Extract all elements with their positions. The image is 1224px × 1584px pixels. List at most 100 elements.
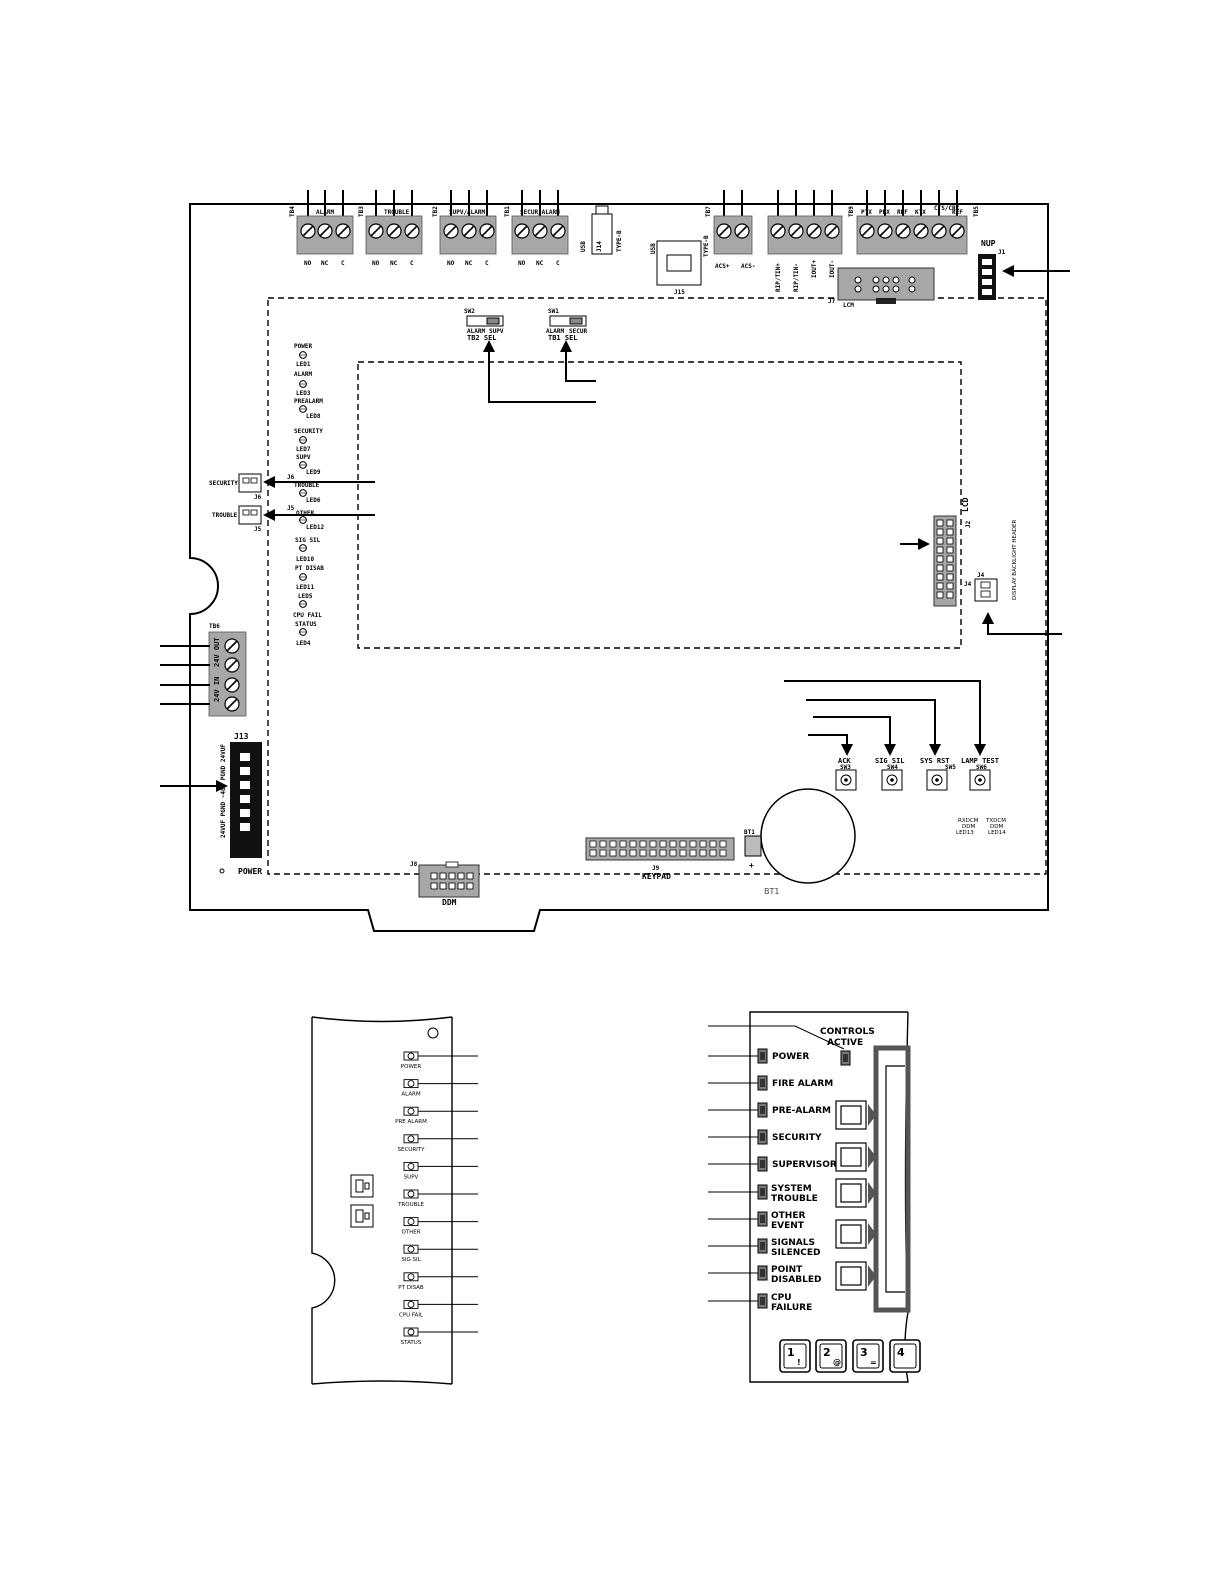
button-lamptest-name: LAMP TEST	[961, 757, 999, 765]
panel-indicator-label: PRE-ALARM	[772, 1106, 831, 1116]
pushbutton-lamptest: LAMP TEST SW6	[961, 757, 999, 791]
tb9-id: TB9	[848, 206, 855, 217]
panel-indicator-label: SYSTEM	[771, 1184, 812, 1194]
tb7-id: TB7	[705, 206, 712, 217]
j7-label: LCM	[843, 302, 854, 309]
j6-id-b: J6	[287, 474, 295, 481]
terminal-block-tb1: TB1 SECUR/ALARM NO NC C	[504, 206, 569, 267]
sw1-left: ALARM	[546, 328, 564, 335]
tb5-id: TB5	[973, 206, 980, 217]
button-sysrst-id: SW5	[945, 764, 956, 771]
tb6-upper: 24V OUT	[213, 637, 221, 667]
arrowhead-j4	[982, 612, 994, 624]
led-sigsil-id: LED10	[296, 556, 314, 563]
detail-led: OTHER	[401, 1217, 478, 1236]
panel-indicator-label: POWER	[772, 1052, 809, 1062]
j9-id: J9	[652, 865, 660, 872]
led-trouble-name: TROUBLE	[294, 482, 320, 489]
led-alarm-name: ALARM	[294, 371, 312, 378]
detail-led-label: ALARM	[401, 1092, 421, 1098]
j7-id: J7	[828, 298, 836, 305]
panel-indicator: SECURITY	[708, 1129, 822, 1145]
j15-port: USB	[650, 243, 657, 254]
pushbutton-sysrst: SYS RST SW5	[920, 757, 956, 791]
detail-led: STATUS	[401, 1327, 478, 1346]
led-power: POWER LED1	[294, 343, 312, 368]
button-ack-id: SW3	[840, 764, 851, 771]
sw1-id: SW1	[548, 308, 559, 315]
bt1-id: BT1	[744, 829, 755, 836]
j2-id: J2	[965, 520, 972, 528]
rx-id: LED13	[956, 830, 974, 836]
tb3-pin-no: NO	[372, 260, 380, 267]
sw2-id: SW2	[464, 308, 475, 315]
detail-mount-hole	[427, 1027, 439, 1039]
tb1-pin-nc: NC	[536, 260, 544, 267]
tb6-lower: 24V IN	[213, 677, 221, 702]
tb7-pin-acs-plus: ACS+	[715, 263, 730, 270]
detail-led: SUPV	[403, 1161, 478, 1180]
header-j4-backlight: J4 J4 DISPLAY BACKLIGHT HEADER	[964, 520, 1018, 602]
j5-id-a: J5	[254, 526, 262, 533]
board-outline	[189, 203, 1049, 932]
rx-sub: DDM	[962, 824, 975, 830]
detail-led: SECURITY	[398, 1134, 478, 1153]
controls-active-indicator: CONTROLS ACTIVE	[820, 1027, 875, 1066]
keypad-key-main: 1	[787, 1346, 795, 1359]
detail-led: CPU FAIL	[399, 1299, 478, 1318]
led-other-id: LED12	[306, 524, 324, 531]
ribbon-connector-j7: J7 LCM	[828, 267, 935, 309]
panel-indicator: POWER	[708, 1048, 809, 1064]
sw1-right: SECUR	[569, 328, 587, 335]
led-alarm: ALARM LED3	[294, 371, 312, 397]
led-prealarm-name: PREALARM	[294, 398, 323, 405]
tb2-pin-c: C	[485, 260, 489, 267]
keypad-key: 2@	[815, 1339, 847, 1373]
arrowhead-j1	[1002, 265, 1014, 277]
slide-switch-sw1: SW1 ALARM SECUR TB1 SEL	[546, 308, 587, 342]
tb5-pin-cts: CTS/CRX	[934, 205, 960, 212]
led-trouble-id: LED6	[306, 497, 321, 504]
tb4-pin-nc: NC	[321, 260, 329, 267]
panel-indicators: POWER FIRE ALARM PRE-ALARM SECURITY SUPERVIS…	[708, 1048, 843, 1313]
tb3-pin-c: C	[410, 260, 414, 267]
button-leader-lines	[784, 680, 981, 748]
switch-leader-lines	[488, 348, 596, 403]
keypad-key-main: 2	[823, 1346, 831, 1359]
led-other: OTHER LED12	[296, 510, 324, 531]
bt1-label: BT1	[764, 887, 779, 896]
led-column: POWER LED1 ALARM LED3 PREALARM LED8 SECU…	[293, 343, 324, 647]
led-rxdcm: RXDCM DDM LED13	[956, 818, 979, 836]
panel-indicator-label: EVENT	[771, 1221, 805, 1231]
led-trouble: TROUBLE LED6	[294, 482, 321, 504]
detail-led-label: OTHER	[401, 1230, 420, 1236]
sw2-right: SUPV	[489, 328, 504, 335]
j14-port: USB	[580, 241, 587, 252]
panel-indicator-label: SUPERVISORY	[772, 1160, 843, 1170]
button-lamptest-id: SW6	[976, 764, 987, 771]
led-txdcm: TXDCM DDM LED14	[985, 818, 1006, 836]
tb5-pin-ref2: REF	[952, 209, 963, 216]
led-ptdisab-id: LED11	[296, 584, 314, 591]
detail-led-label: PRE ALARM	[395, 1119, 427, 1125]
j13-id: J13	[234, 732, 249, 741]
j4-id-a: J4	[964, 581, 972, 588]
arrowhead-j6	[263, 476, 275, 488]
tb2-title: SUPV/ALARM	[449, 209, 486, 216]
terminal-block-tb2: TB2 SUPV/ALARM NO NC C	[432, 206, 497, 267]
detail-led-label: POWER	[401, 1064, 422, 1070]
terminal-block-tb4: TB4 ALARM NO NC C	[289, 206, 354, 267]
connector-j8-ddm: J8 DDM	[410, 861, 480, 907]
slide-switch-sw2: SW2 ALARM SUPV TB2 SEL	[464, 308, 504, 342]
panel-indicator-label: DISABLED	[771, 1275, 821, 1285]
tb9-pin-iout-minus: IOUT-	[829, 260, 836, 278]
panel-indicator: FIRE ALARM	[708, 1075, 833, 1091]
tb3-pin-nc: NC	[390, 260, 398, 267]
tb5-pin-ptx: PTX	[861, 209, 872, 216]
j1-id: J1	[998, 249, 1006, 256]
panel-indicator-label: POINT	[771, 1265, 803, 1275]
led-ptdisab: PT DISAB LED11	[295, 565, 324, 591]
j6-id-a: J6	[254, 494, 262, 501]
connector-j1-nup: NUP J1	[978, 239, 1006, 300]
